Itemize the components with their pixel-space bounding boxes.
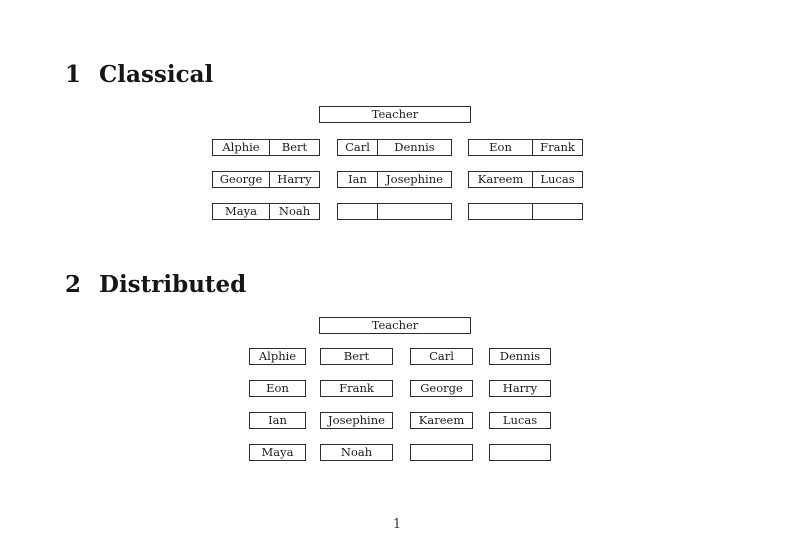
seat-lucas: Lucas	[489, 412, 551, 429]
desk-george-harry: George Harry	[212, 171, 320, 188]
desk-seat-right: Lucas	[540, 172, 575, 186]
desk-seat-left	[469, 204, 533, 219]
teacher-box-classical: Teacher	[319, 106, 471, 123]
desk-seat-left: Kareem	[469, 172, 533, 187]
seat-eon: Eon	[249, 380, 306, 397]
desk-empty-2	[468, 203, 583, 220]
seat-bert: Bert	[320, 348, 393, 365]
teacher-label: Teacher	[371, 317, 419, 332]
seat-ian: Ian	[249, 412, 306, 429]
seat-alphie: Alphie	[249, 348, 306, 365]
seat-empty-1	[410, 444, 473, 461]
section-number: 2	[65, 271, 82, 298]
desk-seat-right: Harry	[277, 172, 312, 186]
desk-seat-right	[378, 204, 451, 219]
desk-seat-right: Bert	[281, 140, 308, 154]
desk-carl-dennis: Carl Dennis	[337, 139, 452, 156]
desk-seat-right: Dennis	[394, 140, 435, 154]
desk-empty-1	[337, 203, 452, 220]
seat-kareem: Kareem	[410, 412, 473, 429]
seat-harry: Harry	[489, 380, 551, 397]
seat-maya: Maya	[249, 444, 306, 461]
desk-seat-left: George	[213, 172, 270, 187]
desk-seat-left	[338, 204, 378, 219]
desk-seat-left: Eon	[469, 140, 533, 155]
section-heading-classical: 1 Classical	[65, 61, 214, 88]
page-number: 1	[392, 517, 402, 532]
desk-seat-right	[533, 204, 582, 219]
desk-seat-left: Maya	[213, 204, 270, 219]
section-title: Classical	[99, 61, 214, 88]
section-number: 1	[65, 61, 82, 88]
seat-noah: Noah	[320, 444, 393, 461]
desk-eon-frank: Eon Frank	[468, 139, 583, 156]
desk-kareem-lucas: Kareem Lucas	[468, 171, 583, 188]
seat-carl: Carl	[410, 348, 473, 365]
desk-seat-right: Frank	[540, 140, 575, 154]
teacher-box-distributed: Teacher	[319, 317, 471, 334]
desk-seat-left: Carl	[338, 140, 378, 155]
desk-seat-right: Noah	[278, 204, 311, 218]
seat-george: George	[410, 380, 473, 397]
desk-seat-left: Alphie	[213, 140, 270, 155]
desk-seat-left: Ian	[338, 172, 378, 187]
desk-maya-noah: Maya Noah	[212, 203, 320, 220]
seat-josephine: Josephine	[320, 412, 393, 429]
desk-ian-josephine: Ian Josephine	[337, 171, 452, 188]
seat-dennis: Dennis	[489, 348, 551, 365]
seat-empty-2	[489, 444, 551, 461]
desk-seat-right: Josephine	[386, 172, 443, 186]
section-heading-distributed: 2 Distributed	[65, 271, 247, 298]
seat-frank: Frank	[320, 380, 393, 397]
teacher-label: Teacher	[371, 106, 419, 121]
section-title: Distributed	[99, 271, 247, 298]
desk-alphie-bert: Alphie Bert	[212, 139, 320, 156]
